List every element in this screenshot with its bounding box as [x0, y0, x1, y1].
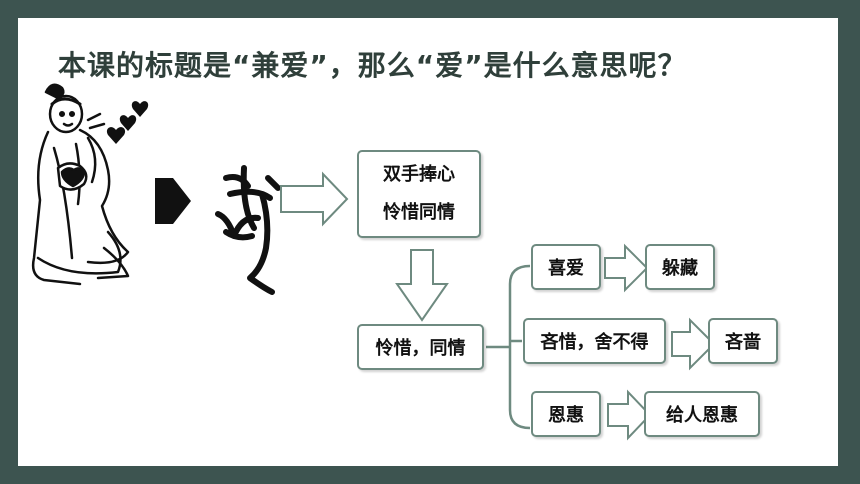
definition-box-top: 双手捧心 怜惜同情 — [357, 150, 481, 238]
branch-2-right-label: 吝啬 — [725, 332, 761, 353]
ancient-character-glyph — [215, 165, 281, 295]
branch-1-left-label: 喜爱 — [548, 258, 584, 279]
branch-bracket — [486, 264, 531, 430]
branch-box-1-left: 喜爱 — [531, 244, 601, 290]
hollow-arrow-icon — [604, 243, 649, 293]
branch-3-right-label: 给人恩惠 — [666, 405, 738, 426]
illustration-layer — [31, 83, 716, 441]
branch-box-2-left: 吝惜，舍不得 — [523, 318, 666, 364]
definition-line-2: 怜惜同情 — [383, 202, 455, 223]
hollow-arrow-icon — [671, 317, 716, 371]
meaning-box-middle: 怜惜，同情 — [357, 324, 484, 370]
hollow-arrow-icon — [280, 171, 349, 227]
branch-box-3-right: 给人恩惠 — [644, 391, 760, 437]
hollow-arrow-icon — [395, 249, 449, 322]
hollow-arrow-icon — [607, 389, 652, 441]
slide-canvas: 本课的标题是“兼爱”，那么“爱”是什么意思呢？ — [18, 18, 838, 466]
kneeling-figure-illustration — [31, 83, 130, 286]
branch-1-right-label: 躲藏 — [662, 258, 698, 279]
branch-box-1-right: 躲藏 — [645, 244, 715, 290]
meaning-label: 怜惜，同情 — [375, 338, 466, 359]
branch-box-2-right: 吝啬 — [708, 318, 778, 364]
branch-box-3-left: 恩惠 — [531, 391, 601, 437]
triangle-arrow-icon — [155, 178, 191, 224]
branch-2-left-label: 吝惜，舍不得 — [540, 332, 649, 353]
definition-line-1: 双手捧心 — [383, 164, 455, 185]
slide-title: 本课的标题是“兼爱”，那么“爱”是什么意思呢？ — [58, 49, 687, 82]
branch-3-left-label: 恩惠 — [548, 405, 584, 426]
heart-icon — [106, 101, 149, 144]
